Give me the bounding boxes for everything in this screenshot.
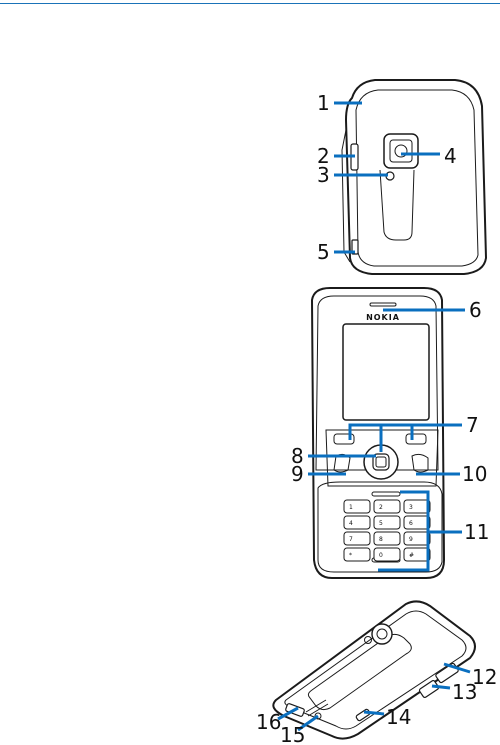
callout-13: 13 (452, 680, 477, 704)
keypad-key-label: # (409, 552, 414, 559)
keypad-key (344, 532, 370, 545)
keypad-key-label: 3 (409, 504, 413, 511)
keypad-key-label: 8 (379, 536, 383, 543)
callout-4: 4 (444, 144, 457, 168)
keypad-key-label: 2 (379, 504, 383, 511)
keypad-key (374, 548, 400, 561)
keypad-key (404, 532, 430, 545)
keypad-key-label: 0 (379, 552, 383, 559)
brand-label: NOKIA (366, 313, 400, 322)
callout-1: 1 (317, 91, 330, 115)
keypad-key (374, 500, 400, 513)
callout-5: 5 (317, 240, 330, 264)
keypad-key-label: 7 (349, 536, 353, 543)
callout-14: 14 (386, 705, 411, 729)
keypad-key (344, 500, 370, 513)
callout-11: 11 (464, 520, 489, 544)
callout-7: 7 (466, 413, 479, 437)
keypad-key-label: 4 (349, 520, 353, 527)
phone-back-view (342, 80, 486, 274)
callout-6: 6 (469, 298, 482, 322)
keypad-key-label: * (349, 552, 352, 559)
keypad-key (374, 516, 400, 529)
callout-16: 16 (256, 710, 281, 734)
keypad-key (344, 516, 370, 529)
keypad-key (404, 516, 430, 529)
keypad-key-label: 9 (409, 536, 413, 543)
keypad-key (374, 532, 400, 545)
callout-9: 9 (291, 462, 304, 486)
phone-bottom-view (273, 601, 475, 738)
keypad-key (344, 548, 370, 561)
keypad-key (404, 500, 430, 513)
callout-3: 3 (317, 163, 330, 187)
keypad-key-label: 6 (409, 520, 413, 527)
callout-15: 15 (280, 723, 305, 745)
keypad-key-label: 5 (379, 520, 383, 527)
keypad-key (404, 548, 430, 561)
keypad-key-label: 1 (349, 504, 353, 511)
callout-10: 10 (462, 462, 487, 486)
